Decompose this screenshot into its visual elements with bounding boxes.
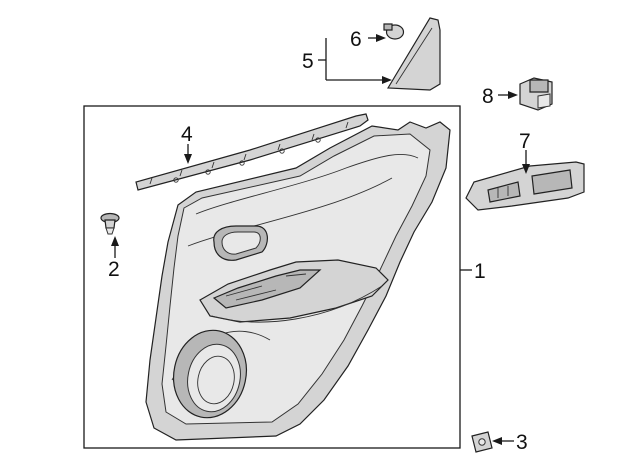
door-trim-panel bbox=[145, 121, 451, 441]
callout-6: 6 bbox=[350, 28, 362, 51]
push-clip bbox=[100, 212, 120, 235]
callout-8: 8 bbox=[482, 85, 494, 108]
callout-1: 1 bbox=[474, 260, 486, 283]
callout-5: 5 bbox=[302, 50, 314, 73]
screw-clip bbox=[383, 23, 405, 40]
assembly-frame bbox=[83, 105, 461, 449]
mirror-cover bbox=[386, 17, 441, 91]
window-switch-bezel bbox=[465, 161, 585, 211]
leader-lines bbox=[111, 34, 530, 445]
power-window-switch bbox=[519, 77, 553, 111]
callout-7: 7 bbox=[519, 130, 531, 153]
callout-3: 3 bbox=[516, 431, 528, 454]
callout-2: 2 bbox=[108, 258, 120, 281]
callout-4: 4 bbox=[181, 123, 193, 146]
belt-molding bbox=[135, 113, 369, 191]
nut-clip bbox=[471, 431, 493, 453]
